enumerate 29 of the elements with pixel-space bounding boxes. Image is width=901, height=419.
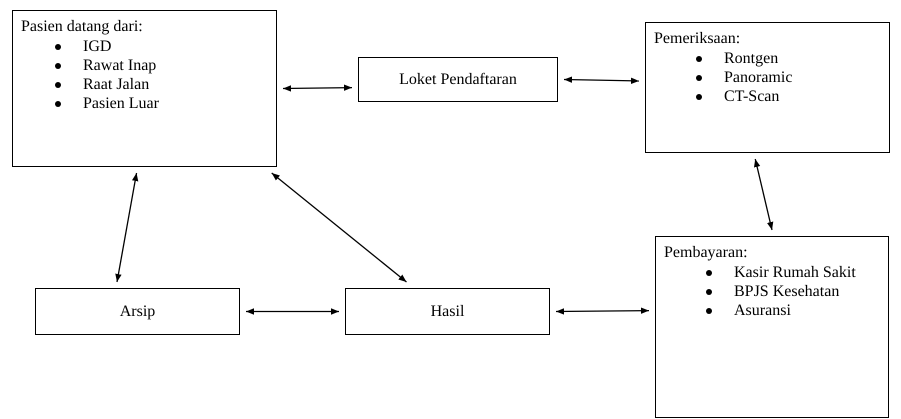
bullet-item: CT-Scan [694, 87, 780, 106]
box-label: Loket Pendaftaran [399, 70, 517, 90]
double-arrow [754, 158, 774, 230]
box-heading: Pasien datang dari: [21, 17, 143, 37]
double-arrow [283, 84, 352, 92]
process-box [345, 288, 550, 335]
process-box [655, 236, 889, 418]
bullet-item: Rawat Inap [53, 56, 156, 75]
bullet-item: Pasien Luar [53, 94, 159, 113]
bullet-item: BPJS Kesehatan [704, 282, 840, 301]
bullet-item: Rontgen [694, 49, 778, 68]
bullet-item: IGD [53, 37, 112, 56]
bullet-item: Kasir Rumah Sakit [704, 263, 856, 282]
double-arrow [564, 76, 640, 84]
double-arrow [246, 308, 339, 315]
bullet-item: Raat Jalan [53, 75, 150, 94]
bullet-item: Asuransi [704, 301, 791, 320]
box-heading: Pemeriksaan: [654, 29, 740, 49]
double-arrow [556, 308, 649, 315]
process-box [358, 57, 558, 102]
process-box [645, 22, 890, 153]
box-label: Arsip [120, 302, 156, 322]
process-box [12, 10, 277, 167]
bullet-item: Panoramic [694, 68, 792, 87]
double-arrow [271, 172, 407, 282]
box-label: Hasil [430, 302, 464, 322]
process-box [35, 288, 240, 335]
box-heading: Pembayaran: [664, 243, 748, 263]
double-arrow [115, 172, 138, 282]
